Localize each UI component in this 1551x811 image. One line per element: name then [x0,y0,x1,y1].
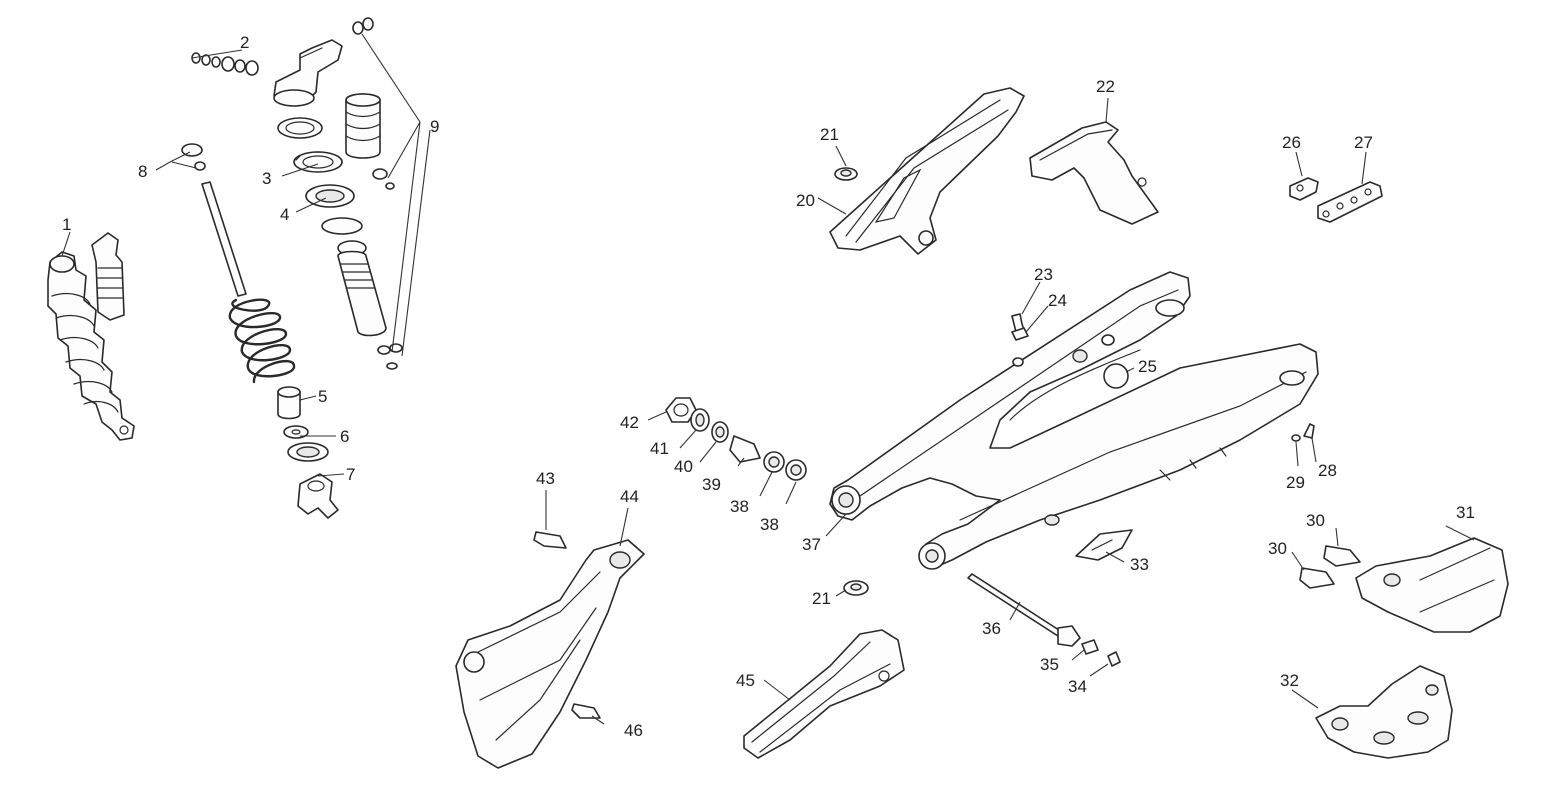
part-39-spacer [729,435,761,463]
callout-46: 46 [624,721,643,740]
callout-30-lower: 30 [1268,539,1287,558]
part-37-pivot-ends [831,485,946,570]
callout-39: 39 [702,475,721,494]
part-reservoir-body [345,93,381,159]
callout-6: 6 [340,427,349,446]
callout-35: 35 [1040,655,1059,674]
part-4-adjuster-ring [305,184,355,208]
part-damper-body [337,250,387,337]
callout-20: 20 [796,191,815,210]
callout-37: 37 [802,535,821,554]
part-38-bearing-b [785,459,807,481]
part-44-chain-guide [455,539,645,769]
part-31-chain-guide-block [1355,537,1509,633]
callout-38-a: 38 [730,497,749,516]
callout-38-b: 38 [760,515,779,534]
callout-42: 42 [620,413,639,432]
part-ring-upper [277,117,323,139]
callout-7: 7 [346,465,355,484]
part-40-seal [711,421,729,443]
callout-22: 22 [1096,77,1115,96]
part-23-bolt [1011,313,1025,333]
callout-24: 24 [1048,291,1067,310]
callout-29: 29 [1286,473,1305,492]
callout-33: 33 [1130,555,1149,574]
part-25-plug [1103,363,1129,389]
part-7-clevis [297,473,339,519]
callout-31: 31 [1456,503,1475,522]
callout-25: 25 [1138,357,1157,376]
callout-43: 43 [536,469,555,488]
part-27-chain-section [1317,181,1383,223]
part-46-spacer [571,703,601,719]
callout-34: 34 [1068,677,1087,696]
callout-28: 28 [1318,461,1337,480]
callout-23: 23 [1034,265,1053,284]
part-28-bolt [1303,423,1315,439]
part-34-screw [1107,651,1121,667]
part-38-bearing-a [763,451,785,473]
callout-30-upper: 30 [1306,511,1325,530]
callout-21-upper: 21 [820,125,839,144]
callout-44: 44 [620,487,639,506]
part-body-seal [321,217,367,256]
part-32-guide-bracket [1315,665,1453,759]
part-swingarm [829,271,1319,567]
part-9-o-rings [352,17,403,370]
part-20-chain-slider-upper [829,87,1025,255]
callout-5: 5 [318,387,327,406]
callout-labels: 1 2 3 4 5 6 7 8 9 20 21 21 22 23 24 25 2… [62,33,1475,740]
part-30-spacer-lower [1299,567,1335,589]
leader-lines [61,33,1475,725]
part-41-seal [690,408,710,432]
part-33-guard-plate [1075,529,1133,561]
part-spring-cup [287,442,329,462]
part-26-chain-master-link [1289,177,1319,201]
callout-1: 1 [62,215,71,234]
callout-2: 2 [240,33,249,52]
part-35-spacer [1081,639,1099,655]
part-24-clip [1011,327,1029,341]
part-3-lock-ring [293,151,343,173]
part-30-spacer-upper [1323,545,1361,567]
callout-40: 40 [674,457,693,476]
part-21-washer-lower [843,580,869,596]
part-5-bump-stop [277,386,301,420]
callout-26: 26 [1282,133,1301,152]
callout-4: 4 [280,205,289,224]
part-29-nut [1291,434,1301,442]
part-22-guide-bracket [1029,121,1159,225]
callout-27: 27 [1354,133,1373,152]
part-36-axle-bolt [967,573,1081,647]
part-reservoir-head [273,39,343,107]
part-1-shock-absorber [47,232,135,441]
callout-3: 3 [262,169,271,188]
part-21-washer-upper [834,167,858,181]
part-2-seal-set [191,52,259,76]
callout-21-lower: 21 [812,589,831,608]
callout-32: 32 [1280,671,1299,690]
part-6-washer [283,425,309,439]
part-shock-shaft [201,181,247,297]
part-43-spacer [533,531,567,549]
part-shock-spring [228,298,296,384]
callout-36: 36 [982,619,1001,638]
callout-45: 45 [736,671,755,690]
callout-9: 9 [430,117,439,136]
callout-41: 41 [650,439,669,458]
part-45-chain-slider [743,629,905,759]
part-8-washers [181,143,206,171]
callout-8: 8 [138,162,147,181]
